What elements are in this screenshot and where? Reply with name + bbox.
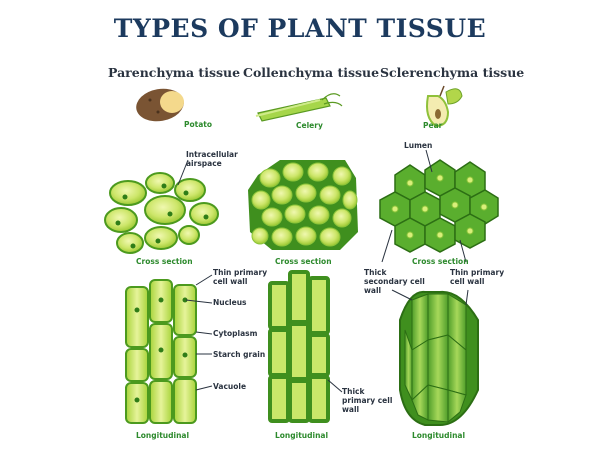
potato-illustration xyxy=(136,88,184,122)
sclerenchyma-longitudinal xyxy=(399,290,479,426)
collenchyma-cross-label: Cross section xyxy=(275,257,332,266)
parenchyma-longitudinal xyxy=(125,279,197,424)
collenchyma-cross-section xyxy=(248,160,358,250)
parenchyma-long-label: Longitudinal xyxy=(136,431,190,440)
heading-parenchyma: Parenchyma tissue xyxy=(108,65,241,80)
thin-primary-wall-label: Thin primary cell wall xyxy=(213,268,268,286)
thin-primary-wall-scl-label: Thin primary cell wall xyxy=(450,268,505,286)
thick-primary-wall-label: Thick primary cell wall xyxy=(342,387,393,414)
sclerenchyma-cross-label: Cross section xyxy=(412,257,469,266)
pear-label: Pear xyxy=(423,121,443,130)
nucleus-label: Nucleus xyxy=(213,298,247,307)
parenchyma-cross-label: Cross section xyxy=(136,257,193,266)
potato-label: Potato xyxy=(184,120,213,129)
starch-grain-label: Starch grain xyxy=(213,350,266,359)
celery-illustration xyxy=(255,93,343,122)
sclerenchyma-cross-section xyxy=(379,159,499,253)
intracellular-airspace-label: Intracellular airspace xyxy=(186,150,238,168)
vacuole-label: Vacuole xyxy=(213,382,247,391)
heading-sclerenchyma: Sclerenchyma tissue xyxy=(380,65,525,80)
collenchyma-long-label: Longitudinal xyxy=(275,431,329,440)
thick-secondary-wall-label: Thick secondary cell wall xyxy=(364,268,425,295)
page-title: TYPES OF PLANT TISSUE xyxy=(113,14,487,43)
parenchyma-cross-section xyxy=(104,172,219,254)
celery-label: Celery xyxy=(296,121,323,130)
heading-collenchyma: Collenchyma tissue xyxy=(243,65,380,80)
lumen-label: Lumen xyxy=(404,141,433,150)
cytoplasm-label: Cytoplasm xyxy=(213,329,258,338)
pear-illustration xyxy=(426,85,463,128)
collenchyma-longitudinal xyxy=(268,270,330,423)
sclerenchyma-long-label: Longitudinal xyxy=(412,431,466,440)
